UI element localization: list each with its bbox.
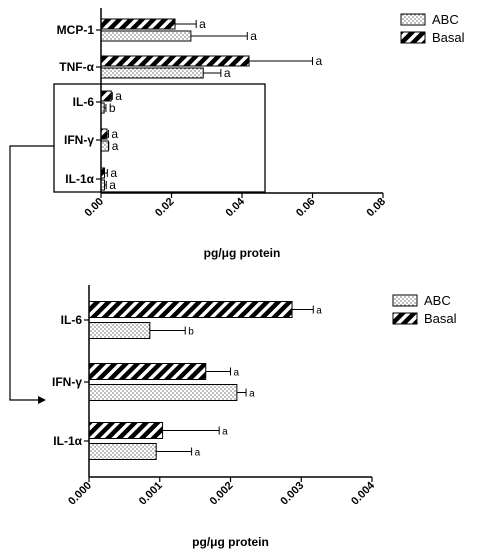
category-label: IL-6: [61, 313, 83, 327]
significance-label: a: [195, 448, 201, 459]
category-label: TNF-α: [59, 60, 94, 74]
bar-basal: [88, 422, 164, 439]
zoom-box: [53, 83, 266, 193]
significance-label: b: [109, 101, 116, 115]
significance-label: a: [199, 17, 206, 31]
significance-label: a: [115, 89, 122, 103]
x-tick-label: 0.00: [82, 196, 106, 220]
significance-label: a: [316, 306, 322, 317]
bar-abc: [100, 67, 204, 79]
bar-basal: [100, 55, 250, 67]
x-tick-label: 0.08: [364, 196, 388, 220]
category-label: IL-6: [73, 95, 95, 109]
bar-abc: [100, 30, 192, 42]
x-tick-label: 0.02: [153, 196, 177, 220]
bar-basal: [88, 301, 293, 318]
legend-label-basal: Basal: [432, 30, 465, 45]
x-tick-label: 0.04: [223, 195, 247, 219]
legend-swatch-abc: [392, 294, 418, 307]
x-tick-label: 0.004: [349, 479, 378, 508]
significance-label: a: [234, 368, 240, 379]
significance-label: a: [111, 127, 118, 141]
x-tick-label: 0.003: [278, 480, 306, 508]
zoom-connector-line: [9, 145, 54, 401]
x-tick-label: 0.001: [137, 480, 165, 508]
legend-label-abc: ABC: [432, 12, 459, 27]
legend-label-abc: ABC: [424, 293, 451, 308]
significance-label: b: [188, 327, 194, 338]
bar-abc: [88, 384, 238, 401]
category-label: MCP-1: [57, 23, 95, 37]
x-axis-label: pg/μg protein: [192, 535, 269, 549]
x-tick-label: 0.06: [294, 196, 318, 220]
category-label: IFN-γ: [52, 375, 82, 389]
bar-basal: [88, 363, 207, 380]
bar-basal: [100, 128, 108, 140]
bar-basal: [100, 90, 112, 102]
legend-swatch-basal: [392, 312, 418, 325]
zoom-arrowhead: [38, 396, 46, 404]
significance-label: a: [110, 166, 117, 180]
category-label: IL-1α: [65, 172, 94, 186]
legend-swatch-abc: [400, 13, 426, 26]
significance-label: a: [250, 29, 257, 43]
category-label: IL-1α: [53, 434, 82, 448]
significance-label: a: [112, 139, 119, 153]
bar-abc: [88, 443, 157, 460]
bar-abc: [88, 322, 151, 339]
legend-label-basal: Basal: [424, 311, 457, 326]
significance-label: a: [316, 54, 323, 68]
significance-label: a: [249, 389, 255, 400]
x-axis-label: pg/μg protein: [204, 246, 281, 260]
x-tick-label: 0.000: [66, 480, 94, 508]
x-tick-label: 0.002: [208, 480, 236, 508]
significance-label: a: [224, 66, 231, 80]
bar-abc: [100, 140, 109, 152]
bar-basal: [100, 18, 176, 30]
significance-label: a: [109, 178, 116, 192]
legend-swatch-basal: [400, 31, 426, 44]
significance-label: a: [222, 427, 228, 438]
category-label: IFN-γ: [64, 133, 94, 147]
